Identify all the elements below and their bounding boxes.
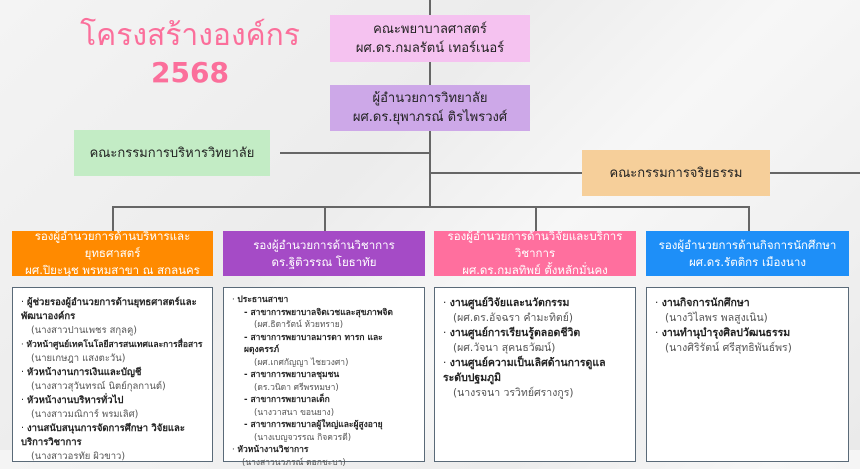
- connector: [112, 206, 750, 208]
- detail-name: (นางวาสนา ขอนยาง): [232, 407, 416, 420]
- director-box: ผู้อำนวยการวิทยาลัย ผศ.ดร.ยุพาภรณ์ ติรไพ…: [330, 85, 530, 131]
- detail-name: (ผศ.เกศกัญญา ไชยวงศา): [232, 357, 416, 370]
- branch-item: - สาขาการพยาบาลจิตเวชและสุขภาพจิต: [232, 307, 416, 320]
- admin-detail-box: ผู้ช่วยรองผู้อำนวยการด้านยุทธศาสตร์และพั…: [12, 287, 213, 462]
- branch-item: - สาขาการพยาบาลผู้ใหญ่และผู้สูงอายุ: [232, 419, 416, 432]
- branch-item: - สาขาการพยาบาลเด็ก: [232, 394, 416, 407]
- branch-item: - สาขาการพยาบาลมารดา ทารก และผดุงครรภ์: [232, 332, 416, 357]
- title-year: 2568: [60, 56, 320, 89]
- vp-name: ผศ.ดร.กมลทิพย์ ตั้งหลักมั่นคง: [462, 262, 608, 279]
- detail-name: (นายเกษฎา แสงตะวัน): [21, 352, 204, 366]
- detail-name: (นางวิไลพร พลสูงเนิน): [655, 311, 840, 326]
- detail-item: หัวหน้างานการเงินและบัญชี: [21, 366, 204, 380]
- detail-item: งานศูนย์ความเป็นเลิศด้านการดูแลระดับปฐมภ…: [443, 356, 627, 386]
- connector: [748, 206, 750, 231]
- detail-name: (ผศ.ธิดารัตน์ ห้วยทราย): [232, 319, 416, 332]
- director-role: ผู้อำนวยการวิทยาลัย: [372, 89, 487, 108]
- detail-item: งานศูนย์การเรียนรู้ตลอดชีวิต: [443, 326, 627, 341]
- detail-item: งานศูนย์วิจัยและนวัตกรรม: [443, 296, 627, 311]
- detail-name: (ผศ.ดร.อัจฉรา คำมะทิตย์): [443, 311, 627, 326]
- director-name: ผศ.ดร.ยุพาภรณ์ ติรไพรวงศ์: [353, 108, 507, 127]
- connector: [324, 206, 326, 231]
- vp-student-box: รองผู้อำนวยการด้านกิจการนักศึกษาผศ.ดร.รั…: [646, 231, 849, 276]
- vp-role: รองผู้อำนวยการด้านวิจัยและบริการวิชาการ: [434, 228, 636, 262]
- detail-item: ประธานสาขา: [232, 294, 416, 307]
- detail-name: (นางเบญจวรรณ กิจควรดี): [232, 432, 416, 445]
- ethics-committee-box: คณะกรรมการจริยธรรม: [582, 150, 770, 196]
- detail-name: (ดร.วนิดา ศรีพรหมษา): [232, 382, 416, 395]
- detail-item: งานสนับสนุนการจัดการศึกษา วิจัยและบริการ…: [21, 422, 204, 450]
- detail-item: งานกิจการนักศึกษา: [655, 296, 840, 311]
- detail-name: (นางสาวมณิการ์ พรมเลิศ): [21, 408, 204, 422]
- vp-role: รองผู้อำนวยการด้านบริหารและยุทธศาสตร์: [12, 228, 213, 262]
- exec-committee-label: คณะกรรมการบริหารวิทยาลัย: [90, 144, 255, 163]
- branch-item: - สาขาการพยาบาลชุมชน: [232, 369, 416, 382]
- detail-name: (นางสาวสุวันทรณ์ นิตย์กุลกานต์): [21, 380, 204, 394]
- vp-name: ผศ.ปิยะนุช พรหมสาขา ณ สกลนคร: [25, 262, 200, 279]
- vp-academic-box: รองผู้อำนวยการด้านวิชาการดร.ฐิติวรรณ โยธ…: [223, 231, 425, 276]
- student-detail-box: งานกิจการนักศึกษา(นางวิไลพร พลสูงเนิน) ง…: [646, 287, 849, 462]
- detail-name: (นางรจนา วรวิทย์ศรางกูร): [443, 386, 627, 401]
- exec-committee-box: คณะกรรมการบริหารวิทยาลัย: [74, 130, 270, 176]
- detail-item: หัวหน้างานบริหารทั่วไป: [21, 394, 204, 408]
- detail-name: (นางสาวปานเพชร สกุลคู): [21, 324, 204, 338]
- detail-item: หัวหน้างานวิชาการ: [232, 444, 416, 457]
- vp-admin-box: รองผู้อำนวยการด้านบริหารและยุทธศาสตร์ผศ.…: [12, 231, 213, 276]
- detail-name: (ผศ.วัจนา สุคนธวัฒน์): [443, 341, 627, 356]
- vp-name: ผศ.ดร.รัตติกร เมืองนาง: [689, 254, 806, 271]
- dean-box: คณะพยาบาลศาสตร์ ผศ.ดร.กมลรัตน์ เทอร์เนอร…: [330, 15, 530, 62]
- detail-name: (นางสาวอรทัย ผิวขาว): [21, 450, 204, 464]
- vp-role: รองผู้อำนวยการด้านกิจการนักศึกษา: [659, 237, 837, 254]
- detail-item: งานทำนุบำรุงศิลปวัฒนธรรม: [655, 326, 840, 341]
- academic-detail-box: ประธานสาขา - สาขาการพยาบาลจิตเวชและสุขภา…: [223, 287, 425, 462]
- title-text: โครงสร้างองค์กร: [60, 12, 320, 59]
- dean-name: ผศ.ดร.กมลรัตน์ เทอร์เนอร์: [356, 39, 504, 58]
- detail-name: (นางศิริรัตน์ ศรีสุทธิพันธ์พร): [655, 341, 840, 356]
- detail-item: ผู้ช่วยรองผู้อำนวยการด้านยุทธศาสตร์และพั…: [21, 296, 204, 324]
- vp-research-box: รองผู้อำนวยการด้านวิจัยและบริการวิชาการผ…: [434, 231, 636, 276]
- vp-role: รองผู้อำนวยการด้านวิชาการ: [253, 237, 395, 254]
- detail-name: (นางสาวนวภรณ์ ดอกชะบา): [232, 457, 416, 469]
- detail-item: หัวหน้าศูนย์เทคโนโลยีสารสนเทศและการสื่อส…: [21, 338, 204, 352]
- connector: [280, 152, 430, 154]
- ethics-committee-label: คณะกรรมการจริยธรรม: [610, 164, 743, 183]
- research-detail-box: งานศูนย์วิจัยและนวัตกรรม(ผศ.ดร.อัจฉรา คำ…: [434, 287, 636, 462]
- dean-role: คณะพยาบาลศาสตร์: [373, 20, 487, 39]
- vp-name: ดร.ฐิติวรรณ โยธาทัย: [272, 254, 377, 271]
